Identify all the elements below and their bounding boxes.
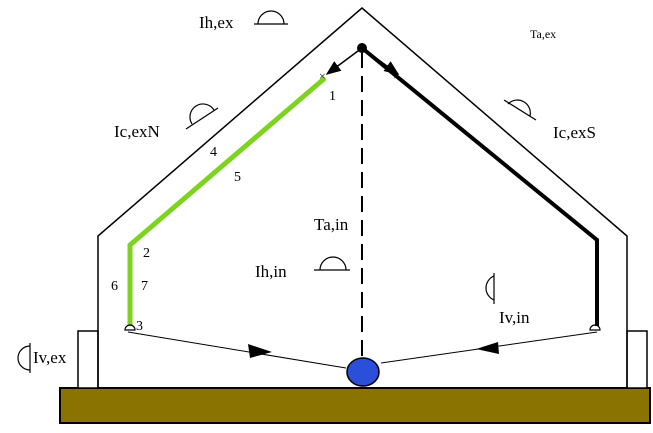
node-number-2: 2 <box>143 246 150 261</box>
label-ih-in: Ih,in <box>255 262 287 281</box>
node-number-4: 4 <box>210 145 217 160</box>
node-number-1: 1 <box>329 89 336 104</box>
apex-arrow-left <box>325 47 363 75</box>
sensor-ic-exN-icon <box>185 103 219 130</box>
left-side-post <box>77 330 99 389</box>
outer-outline <box>97 7 628 388</box>
floor-arrow-right <box>476 342 499 354</box>
sensor-ih-in-icon <box>314 256 350 271</box>
ground-slab <box>59 387 651 424</box>
label-iv-in: Iv,in <box>499 308 530 327</box>
apex-arrow-right <box>361 47 400 75</box>
floor-line-left <box>127 331 347 369</box>
apex-right-cross: × <box>393 69 400 83</box>
floor-arrow-left <box>248 344 272 358</box>
sensor-ih-ex-icon <box>254 10 288 25</box>
label-ta-in: Ta,in <box>314 215 349 234</box>
inner-right-wall <box>360 46 599 326</box>
node-number-6: 6 <box>111 279 118 294</box>
node-number-5: 5 <box>234 170 241 185</box>
node-number-3: 3 <box>136 319 143 334</box>
right-side-post <box>626 330 648 389</box>
label-iv-ex: Iv,ex <box>33 348 67 367</box>
center-ball <box>346 357 380 387</box>
node-number-7: 7 <box>141 279 148 294</box>
label-ta-ex: Ta,ex <box>530 27 556 41</box>
label-ic-exS: Ic,exS <box>553 123 596 142</box>
label-ih-ex: Ih,ex <box>199 13 234 32</box>
sensor-iv-ex-icon <box>17 343 31 373</box>
left-base-symbol <box>124 324 136 331</box>
inner-left-wall-highlight <box>127 76 327 326</box>
label-ic-exN: Ic,exN <box>114 122 160 141</box>
apex-left-cross: × <box>319 69 326 83</box>
sensor-iv-in-icon <box>485 273 495 304</box>
sensor-ic-exS-icon <box>503 99 537 121</box>
right-base-symbol <box>589 324 601 331</box>
